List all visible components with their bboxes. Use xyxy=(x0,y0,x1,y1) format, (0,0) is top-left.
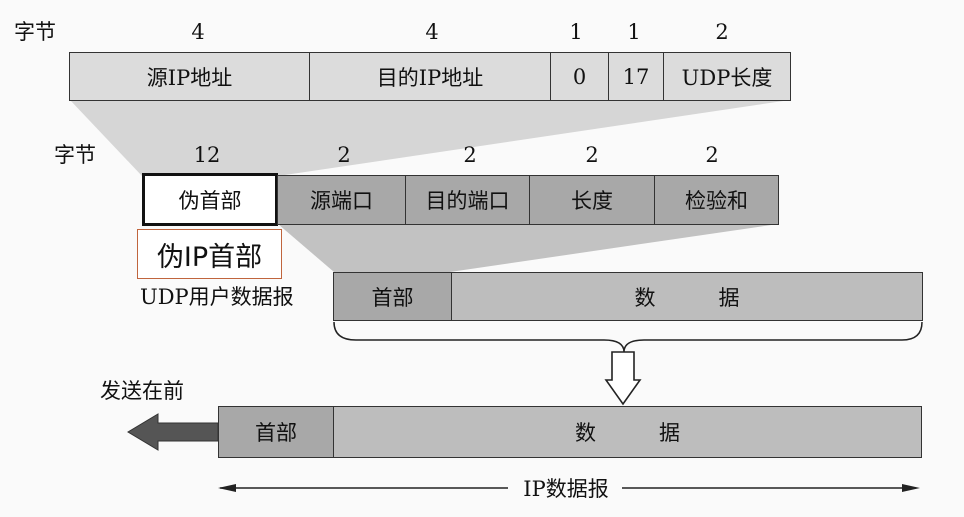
ip-span-right-arrowhead xyxy=(902,484,920,492)
byte-size-src-ip: 4 xyxy=(191,20,205,44)
byte-size-dst-ip: 4 xyxy=(425,20,439,44)
udp-datagram-header: 首部 xyxy=(333,272,452,321)
field-dst-ip: 目的IP地址 xyxy=(309,52,551,101)
field-pseudo-header: 伪首部 xyxy=(142,173,278,226)
byte-size-checksum: 2 xyxy=(705,143,719,167)
field-dst-port: 目的端口 xyxy=(405,175,530,225)
udp-datagram-data: 数 据 xyxy=(451,272,923,321)
field-protocol: 17 xyxy=(608,52,664,101)
field-length: 长度 xyxy=(529,175,655,225)
byte-size-zero: 1 xyxy=(569,20,583,44)
arrow-left-icon xyxy=(127,413,219,451)
field-udp-length: UDP长度 xyxy=(663,52,791,101)
ip-datagram-data: 数 据 xyxy=(333,406,922,458)
byte-size-dst-port: 2 xyxy=(463,143,477,167)
byte-size-src-port: 2 xyxy=(337,143,351,167)
zoom-trapezoid-top xyxy=(70,100,790,176)
arrow-down-icon xyxy=(604,351,642,406)
field-src-ip: 源IP地址 xyxy=(69,52,310,101)
udp-datagram-label: UDP用户数据报 xyxy=(140,285,294,309)
ip-datagram-span-label: IP数据报 xyxy=(517,479,615,500)
brace-icon xyxy=(333,321,923,353)
byte-size-length: 2 xyxy=(585,143,599,167)
byte-size-pseudo: 12 xyxy=(193,143,221,167)
byte-label-mid: 字节 xyxy=(54,143,96,167)
send-first-label: 发送在前 xyxy=(100,379,184,403)
field-checksum: 检验和 xyxy=(654,175,779,225)
zoom-trapezoid-mid xyxy=(278,224,778,272)
byte-size-protocol: 1 xyxy=(627,20,641,44)
field-src-port: 源端口 xyxy=(277,175,406,225)
byte-label-top: 字节 xyxy=(14,20,56,44)
pseudo-ip-header-callout: 伪IP首部 xyxy=(137,229,282,279)
ip-span-left-arrowhead xyxy=(218,484,236,492)
ip-datagram-header: 首部 xyxy=(218,406,334,458)
field-zero: 0 xyxy=(550,52,609,101)
byte-size-udp-length: 2 xyxy=(715,20,729,44)
